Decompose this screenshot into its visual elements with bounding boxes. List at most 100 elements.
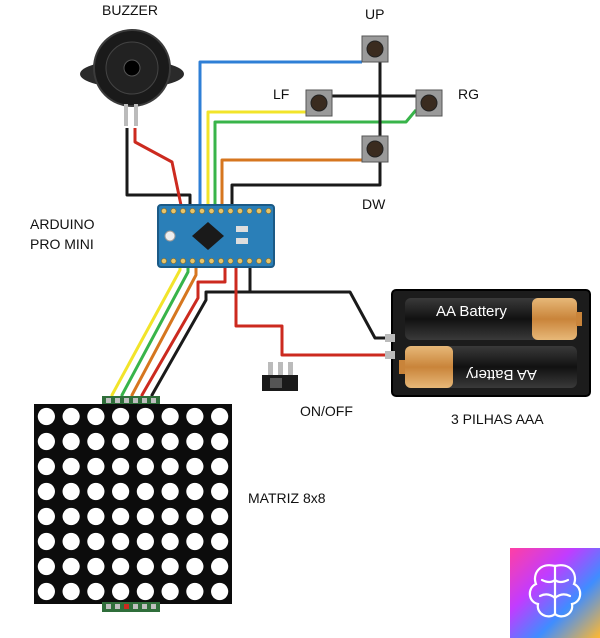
led-dot bbox=[211, 557, 229, 576]
led-dot bbox=[87, 582, 105, 601]
led-dot bbox=[186, 557, 204, 576]
arduino-pin bbox=[161, 208, 167, 214]
led-dot bbox=[62, 582, 80, 601]
wire-lf-yellow bbox=[206, 110, 306, 210]
led-dot bbox=[161, 457, 179, 476]
led-dot bbox=[112, 507, 130, 526]
arduino-pin bbox=[227, 208, 234, 214]
led-dot bbox=[112, 457, 130, 476]
wire-dw-orange bbox=[220, 158, 362, 210]
led-dot bbox=[112, 557, 130, 576]
matrix-pin bbox=[142, 604, 147, 609]
led-dot bbox=[161, 582, 179, 601]
led-dot bbox=[37, 507, 55, 526]
led-dot bbox=[186, 457, 204, 476]
matrix-pin bbox=[142, 398, 147, 403]
led-dot bbox=[62, 482, 80, 501]
arduino-pin bbox=[256, 208, 262, 214]
led-dot bbox=[112, 482, 130, 501]
battery-bottom-label: AA Battery bbox=[466, 366, 537, 383]
arduino-pin bbox=[208, 258, 215, 264]
led-dot bbox=[62, 407, 80, 426]
led-dot bbox=[62, 557, 80, 576]
arduino-label-line1: ARDUINO bbox=[30, 216, 95, 232]
rg-label: RG bbox=[458, 86, 479, 102]
arduino-label: ARDUINO PRO MINI bbox=[30, 214, 95, 254]
arduino-pin bbox=[227, 258, 234, 264]
led-dot bbox=[136, 407, 154, 426]
dw-label: DW bbox=[362, 196, 386, 212]
led-dot bbox=[37, 407, 55, 426]
arduino-pin bbox=[246, 208, 253, 214]
led-dot bbox=[112, 532, 130, 551]
led-dot bbox=[112, 582, 130, 601]
arduino-pin bbox=[218, 258, 224, 264]
wire-up-blue bbox=[198, 60, 362, 210]
led-dot bbox=[161, 407, 179, 426]
arduino-label-line2: PRO MINI bbox=[30, 236, 94, 252]
led-dot bbox=[161, 532, 179, 551]
matrix-pin bbox=[133, 398, 138, 403]
led-dot bbox=[37, 582, 55, 601]
battery-holder bbox=[385, 289, 591, 397]
led-dot bbox=[87, 432, 105, 451]
arduino-pin bbox=[189, 208, 196, 214]
led-dot bbox=[62, 432, 80, 451]
matrix-pin bbox=[115, 604, 120, 609]
led-dot bbox=[87, 457, 105, 476]
led-dot bbox=[87, 407, 105, 426]
up-label: UP bbox=[365, 6, 385, 22]
led-dot bbox=[37, 532, 55, 551]
wire-matrix-yellow bbox=[110, 262, 182, 402]
arduino-pin bbox=[170, 258, 177, 264]
led-dot bbox=[112, 407, 130, 426]
led-dot bbox=[136, 582, 154, 601]
led-dot bbox=[161, 507, 179, 526]
arduino-pin bbox=[237, 258, 243, 264]
on-off-switch bbox=[262, 362, 298, 391]
led-dot bbox=[136, 557, 154, 576]
led-dot bbox=[37, 482, 55, 501]
led-matrix-8x8 bbox=[34, 396, 232, 612]
led-dot bbox=[136, 532, 154, 551]
arduino-pin bbox=[256, 258, 262, 264]
led-dot bbox=[186, 507, 204, 526]
arduino-pin bbox=[199, 208, 205, 214]
button-up bbox=[361, 35, 389, 63]
led-dot bbox=[161, 482, 179, 501]
led-dot bbox=[112, 432, 130, 451]
led-dot bbox=[211, 482, 229, 501]
led-dot bbox=[87, 557, 105, 576]
led-dot bbox=[62, 532, 80, 551]
arduino-pin bbox=[199, 258, 205, 264]
matrix-pin bbox=[115, 398, 120, 403]
led-dot bbox=[37, 432, 55, 451]
wire-buzzer-black bbox=[125, 128, 192, 210]
wire-power-red bbox=[234, 262, 385, 357]
matrix-pin bbox=[151, 604, 156, 609]
on-off-label: ON/OFF bbox=[300, 403, 353, 419]
led-dot bbox=[62, 507, 80, 526]
led-dot bbox=[37, 457, 55, 476]
led-dot bbox=[87, 532, 105, 551]
led-dot bbox=[211, 457, 229, 476]
arduino-pin bbox=[189, 258, 196, 264]
led-dot bbox=[211, 582, 229, 601]
led-dot bbox=[136, 432, 154, 451]
battery-top-label: AA Battery bbox=[436, 303, 507, 320]
led-dot bbox=[186, 532, 204, 551]
led-dot bbox=[211, 432, 229, 451]
arduino-pin bbox=[180, 208, 186, 214]
lf-label: LF bbox=[273, 86, 290, 102]
led-dot bbox=[186, 482, 204, 501]
led-dot bbox=[136, 507, 154, 526]
wire-rg-green bbox=[213, 109, 418, 210]
arduino-pin bbox=[246, 258, 253, 264]
arduino-pin bbox=[237, 208, 243, 214]
matrix-pin bbox=[106, 604, 111, 609]
led-dot bbox=[186, 432, 204, 451]
led-dot bbox=[161, 432, 179, 451]
matrix-pin bbox=[133, 604, 138, 609]
arduino-pro-mini bbox=[157, 204, 275, 268]
matrix-pin bbox=[124, 604, 129, 609]
